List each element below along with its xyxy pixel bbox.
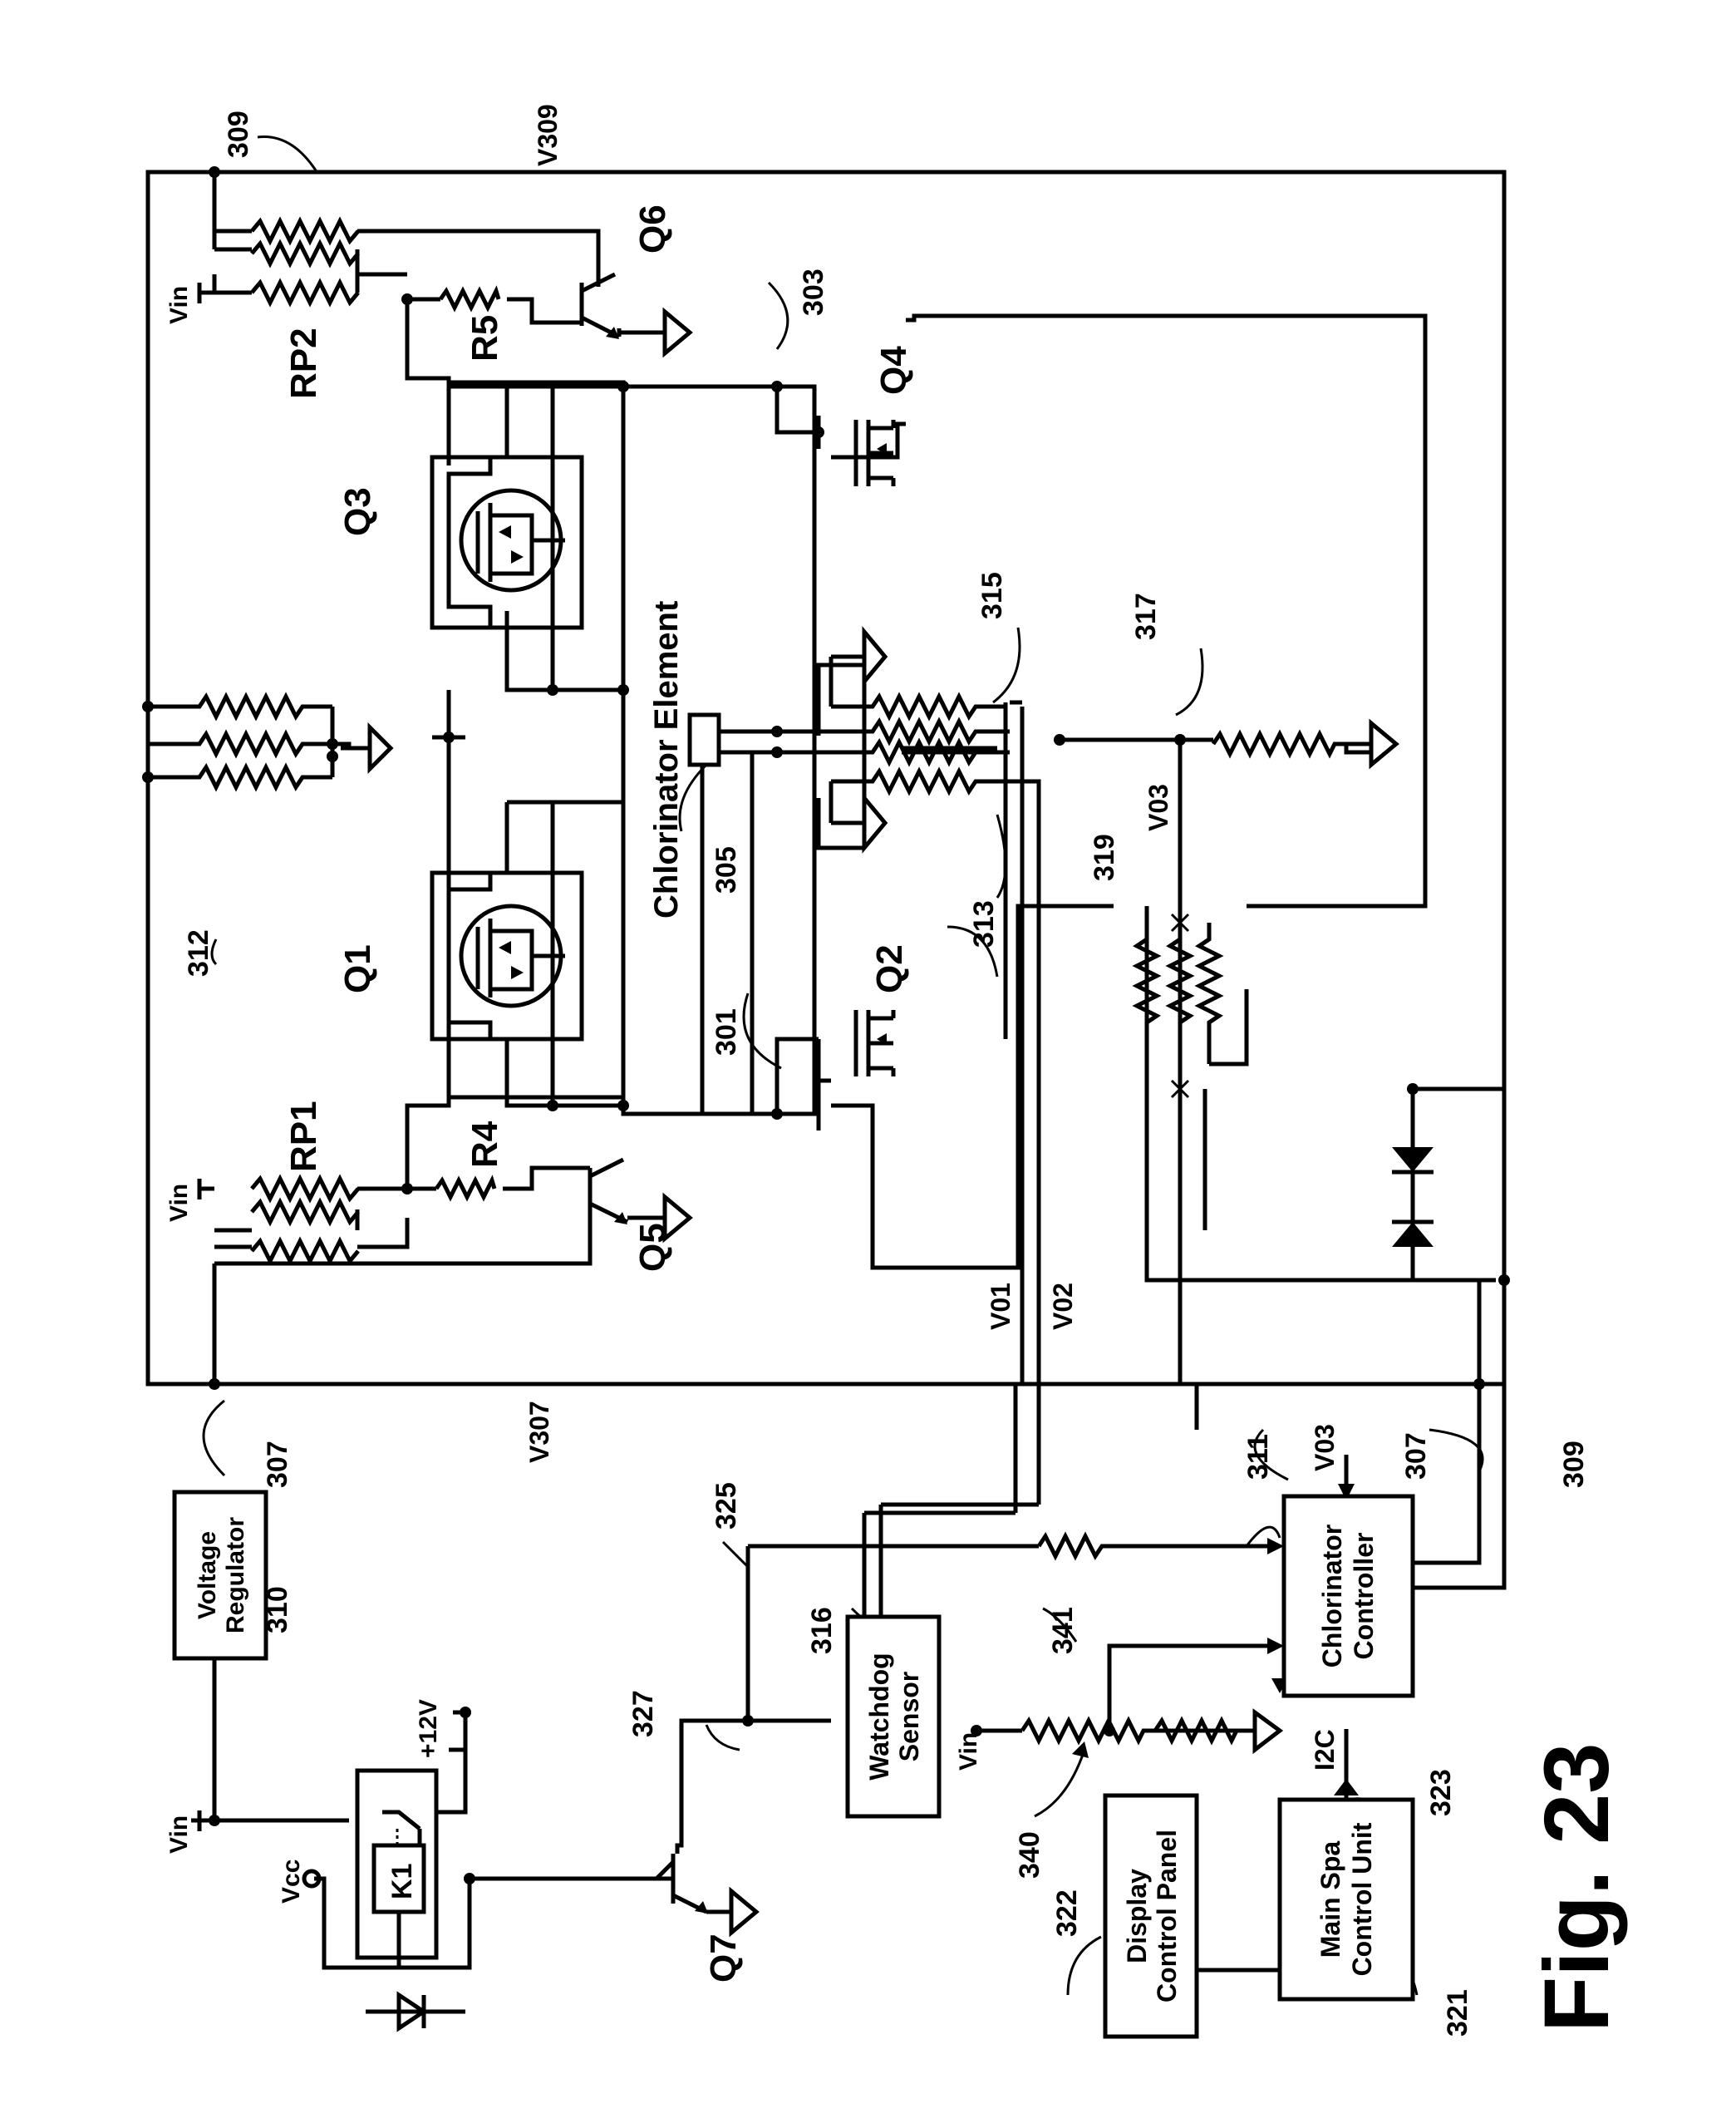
voltage-regulator-line2: Regulator bbox=[222, 1517, 249, 1633]
ref-305: 305 bbox=[711, 846, 742, 894]
ref-327: 327 bbox=[627, 1690, 659, 1737]
label-v307: V307 bbox=[524, 1401, 554, 1463]
ref-307-right: 307 bbox=[1400, 1432, 1432, 1480]
q4-mosfet bbox=[853, 420, 896, 486]
label-q4: Q4 bbox=[873, 346, 914, 395]
label-r4: R4 bbox=[465, 1121, 505, 1168]
ref-321: 321 bbox=[1442, 1989, 1473, 2037]
q2-mosfet bbox=[853, 1010, 896, 1076]
display-control-panel-block: Display Control Panel bbox=[1103, 1793, 1199, 2039]
circuit-wires bbox=[145, 170, 1507, 1973]
label-rp1: RP1 bbox=[283, 1101, 324, 1172]
label-vin-pot: Vin bbox=[955, 1732, 982, 1771]
ref-319: 319 bbox=[1089, 834, 1120, 881]
ref-309-right: 309 bbox=[1558, 1441, 1590, 1488]
label-vin-top: Vin bbox=[165, 286, 193, 324]
ref-325: 325 bbox=[711, 1482, 742, 1530]
chlorinator-element bbox=[687, 712, 721, 767]
ref-341: 341 bbox=[1047, 1607, 1079, 1654]
label-plus12v: +12V bbox=[415, 1699, 442, 1758]
reference-numerals: 309 303 315 317 305 313 319 312 301 307 … bbox=[183, 111, 1590, 2037]
zener-diode-pair bbox=[1392, 1106, 1434, 1247]
ref-303: 303 bbox=[798, 268, 829, 316]
ref-301: 301 bbox=[711, 1008, 742, 1056]
ref-316: 316 bbox=[806, 1607, 838, 1654]
q3-mosfet bbox=[430, 384, 626, 692]
watchdog-sensor-line1: Watchdog bbox=[864, 1653, 894, 1780]
leader-lines bbox=[178, 135, 1484, 1996]
label-v03-upper: V03 bbox=[1143, 784, 1173, 831]
label-rp2: RP2 bbox=[283, 328, 324, 399]
label-q1: Q1 bbox=[337, 944, 378, 993]
label-q3: Q3 bbox=[337, 487, 378, 536]
label-chlorinator-element: Chlorinator Element bbox=[648, 601, 685, 919]
label-q2: Q2 bbox=[869, 944, 910, 993]
signal-labels: Vin Vin Vin Vin Vcc +12V I2C V01 V02 V03… bbox=[165, 104, 1340, 1904]
q5-transistor bbox=[588, 1157, 629, 1224]
label-vcc: Vcc bbox=[278, 1860, 305, 1904]
label-q5: Q5 bbox=[632, 1223, 673, 1272]
label-i2c: I2C bbox=[1310, 1729, 1340, 1771]
figure-caption: Fig. 23 bbox=[1526, 1743, 1628, 2032]
watchdog-sensor-line2: Sensor bbox=[894, 1672, 924, 1761]
main-spa-control-unit-line2: Control Unit bbox=[1347, 1822, 1377, 1976]
ref-340: 340 bbox=[1014, 1831, 1045, 1879]
ref-323: 323 bbox=[1425, 1769, 1457, 1816]
display-control-panel-line1: Display bbox=[1122, 1869, 1152, 1963]
chlorinator-controller-line2: Controller bbox=[1349, 1533, 1379, 1660]
voltage-regulator-line1: Voltage bbox=[194, 1531, 221, 1619]
voltage-regulator-block: Voltage Regulator bbox=[172, 1490, 268, 1661]
chlorinator-controller-line1: Chlorinator bbox=[1317, 1525, 1347, 1667]
label-v01: V01 bbox=[986, 1283, 1016, 1330]
label-v309: V309 bbox=[533, 104, 563, 166]
main-spa-control-unit-block: Main Spa Control Unit bbox=[1277, 1797, 1415, 2002]
label-r5: R5 bbox=[465, 315, 505, 362]
ref-311: 311 bbox=[1242, 1434, 1274, 1480]
junction-dots bbox=[142, 166, 1510, 1884]
label-q6: Q6 bbox=[632, 204, 673, 254]
ref-322: 322 bbox=[1051, 1889, 1083, 1937]
chlorinator-controller-block: Chlorinator Controller bbox=[1281, 1494, 1415, 1698]
ref-307-left: 307 bbox=[262, 1441, 293, 1488]
ref-315: 315 bbox=[976, 572, 1008, 619]
watchdog-sensor-block: Watchdog Sensor bbox=[845, 1614, 942, 1819]
ground-symbols bbox=[341, 307, 1399, 1938]
k1-relay bbox=[355, 1768, 465, 2032]
display-control-panel-line2: Control Panel bbox=[1152, 1830, 1182, 2002]
ref-310: 310 bbox=[262, 1586, 293, 1633]
resistor-zigzags bbox=[148, 216, 1346, 1746]
label-vin-rp1: Vin bbox=[165, 1184, 193, 1222]
label-v02: V02 bbox=[1048, 1283, 1078, 1330]
ref-313: 313 bbox=[968, 900, 1000, 948]
label-q7: Q7 bbox=[703, 1933, 744, 1983]
ref-312: 312 bbox=[183, 929, 214, 977]
label-vin-relay: Vin bbox=[165, 1815, 193, 1854]
ref-317: 317 bbox=[1130, 593, 1162, 640]
q6-transistor bbox=[579, 272, 622, 339]
main-spa-control-unit-line1: Main Spa bbox=[1316, 1841, 1345, 1958]
ref-309-top: 309 bbox=[223, 111, 254, 158]
q1-mosfet bbox=[430, 800, 626, 1108]
q7-transistor bbox=[655, 1854, 708, 1914]
label-v03-lower: V03 bbox=[1310, 1424, 1340, 1471]
label-k1: K1 bbox=[386, 1864, 418, 1899]
component-labels: Q6 R5 RP2 Q4 Q3 Q1 Q2 RP1 R4 Q5 Q7 K1 Ch… bbox=[283, 204, 914, 1983]
